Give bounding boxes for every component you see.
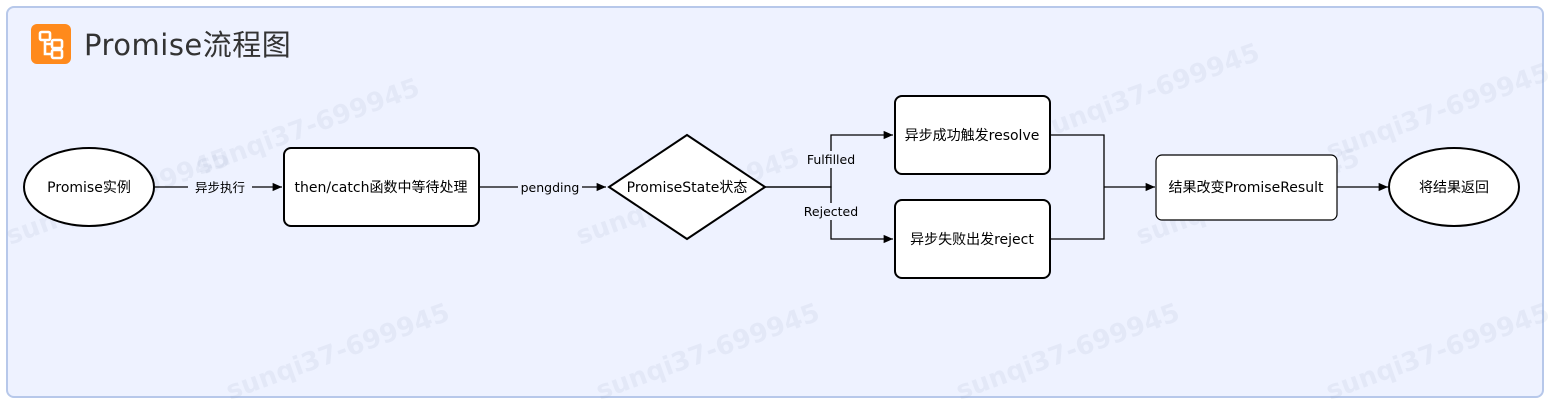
flowchart-icon bbox=[31, 24, 71, 64]
watermark-layer: sunqi37-699945 sunqi37-699945 sunqi37-69… bbox=[2, 38, 1552, 407]
node-handler[interactable]: then/catch函数中等待处理 bbox=[283, 147, 480, 227]
watermark: sunqi37-699945 bbox=[1032, 38, 1264, 147]
edge-label-bg bbox=[798, 203, 864, 220]
watermark: sunqi37-699945 bbox=[592, 298, 824, 407]
node-start[interactable]: Promise实例 bbox=[23, 147, 155, 227]
watermark: sunqi37-699945 bbox=[1322, 298, 1552, 407]
node-label: 异步失败出发reject bbox=[910, 232, 1034, 248]
node-label: Promise实例 bbox=[47, 180, 131, 196]
edge-label-bg bbox=[800, 151, 862, 168]
node-result[interactable]: 结果改变PromiseResult bbox=[1155, 154, 1338, 221]
node-label: 异步成功触发resolve bbox=[905, 128, 1040, 144]
edge-label-bg bbox=[518, 179, 582, 196]
edge-merge bbox=[1050, 134, 1105, 240]
edge-label-pending: pengding bbox=[521, 180, 580, 195]
edge-label-bg bbox=[188, 178, 252, 196]
node-reject[interactable]: 异步失败出发reject bbox=[894, 199, 1051, 279]
edge-label-async-exec: 异步执行 bbox=[195, 180, 245, 195]
node-label: 将结果返回 bbox=[1419, 180, 1489, 196]
edge-label-fulfilled: Fulfilled bbox=[807, 152, 855, 167]
page-title: Promise流程图 bbox=[84, 28, 292, 62]
watermark: sunqi37-699945 bbox=[222, 298, 454, 407]
node-resolve[interactable]: 异步成功触发resolve bbox=[894, 95, 1051, 175]
node-label: 结果改变PromiseResult bbox=[1169, 180, 1324, 196]
node-label: PromiseState状态 bbox=[627, 180, 748, 196]
edge-label-rejected: Rejected bbox=[804, 204, 858, 219]
node-end[interactable]: 将结果返回 bbox=[1388, 147, 1520, 227]
node-decision[interactable]: PromiseState状态 bbox=[607, 133, 767, 241]
watermark: sunqi37-699945 bbox=[952, 298, 1184, 407]
node-label: then/catch函数中等待处理 bbox=[295, 179, 468, 196]
